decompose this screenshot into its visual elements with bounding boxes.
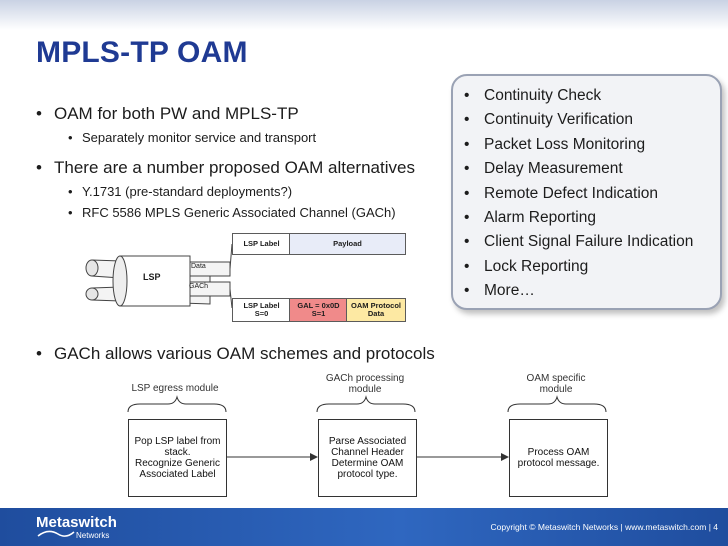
bullet-oam-both: OAM for both PW and MPLS-TP (36, 104, 299, 124)
sub-bullet-y1731: Y.1731 (pre-standard deployments?) (68, 184, 292, 199)
oam-functions-panel: Continuity Check Continuity Verification… (451, 74, 722, 310)
box-oam: Process OAM protocol message. (509, 419, 608, 497)
box-lsp-egress: Pop LSP label from stack. Recognize Gene… (128, 419, 227, 497)
gach-packet-oam: OAM Protocol Data (346, 298, 406, 322)
box-line: Associated Label (139, 469, 216, 480)
box-line: Channel Header (331, 447, 404, 458)
logo-swoosh-icon (37, 530, 75, 537)
module-label-lsp-egress: LSP egress module (131, 383, 219, 394)
logo-subtext: Networks (76, 531, 110, 540)
gach-packet-lsp-label: LSP Label S=0 (232, 298, 291, 322)
arrow-2-head (501, 453, 509, 461)
panel-item: Remote Defect Indication (464, 182, 693, 206)
module-label-gach-line2: module (348, 384, 382, 395)
gach-packet-lsp-s: S=0 (254, 309, 269, 318)
module-label-oam-line1: OAM specific (526, 373, 586, 384)
gach-packet-gal-text: GAL = 0x0D (297, 301, 340, 310)
panel-item: Lock Reporting (464, 255, 693, 279)
slide-title: MPLS-TP OAM (36, 36, 248, 69)
sub-bullet-monitor: Separately monitor service and transport (68, 130, 316, 145)
packet-payload: Payload (289, 233, 406, 255)
copyright-text: Copyright © Metaswitch Networks | www.me… (490, 522, 719, 532)
gach-packet-gal-s: S=1 (311, 309, 326, 318)
top-gradient-bar (0, 0, 728, 30)
box-line: stack. (164, 447, 191, 458)
gach-packet-lsp-label-text: LSP Label (243, 301, 280, 310)
box-line: protocol message. (517, 458, 600, 469)
flow-connectors (127, 395, 607, 461)
module-label-oam: OAM specific module (501, 373, 611, 395)
data-channel-label: Data (191, 263, 206, 270)
panel-item: More… (464, 279, 693, 303)
module-label-gach: GACh processing module (310, 373, 420, 395)
gach-packet-oam-data: Data (367, 309, 385, 318)
box-line: Determine OAM (331, 458, 404, 469)
logo-text: Metaswitch (36, 514, 117, 531)
lsp-label: LSP (143, 272, 161, 282)
brace-lsp-egress (127, 395, 227, 413)
box-gach: Parse Associated Channel Header Determin… (318, 419, 417, 497)
module-label-gach-line1: GACh processing (325, 373, 405, 384)
box-line: Recognize Generic (134, 458, 221, 469)
box-line: Pop LSP label from (134, 436, 221, 447)
panel-item: Continuity Verification (464, 108, 693, 132)
box-line: protocol type. (337, 469, 398, 480)
arrow-1-head (310, 453, 318, 461)
panel-item: Packet Loss Monitoring (464, 133, 693, 157)
packet-lsp-label: LSP Label (232, 233, 291, 255)
panel-item: Delay Measurement (464, 157, 693, 181)
module-label-oam-line2: module (539, 384, 573, 395)
gach-packet-oam-text: OAM Protocol (351, 301, 401, 310)
brace-gach (316, 395, 416, 413)
bullet-alternatives: There are a number proposed OAM alternat… (36, 158, 415, 178)
lsp-diagram (85, 243, 233, 309)
gach-packet-gal: GAL = 0x0D S=1 (289, 298, 348, 322)
panel-item: Client Signal Failure Indication (464, 230, 693, 254)
gach-channel-label: GACh (189, 283, 209, 290)
box-line: Parse Associated (328, 436, 407, 447)
footer-bar (0, 508, 728, 546)
box-line: Process OAM (527, 447, 590, 458)
bullet-gach-schemes: GACh allows various OAM schemes and prot… (36, 344, 435, 364)
sub-bullet-rfc5586: RFC 5586 MPLS Generic Associated Channel… (68, 205, 396, 220)
panel-item: Alarm Reporting (464, 206, 693, 230)
panel-item: Continuity Check (464, 84, 693, 108)
brace-oam (507, 395, 607, 413)
